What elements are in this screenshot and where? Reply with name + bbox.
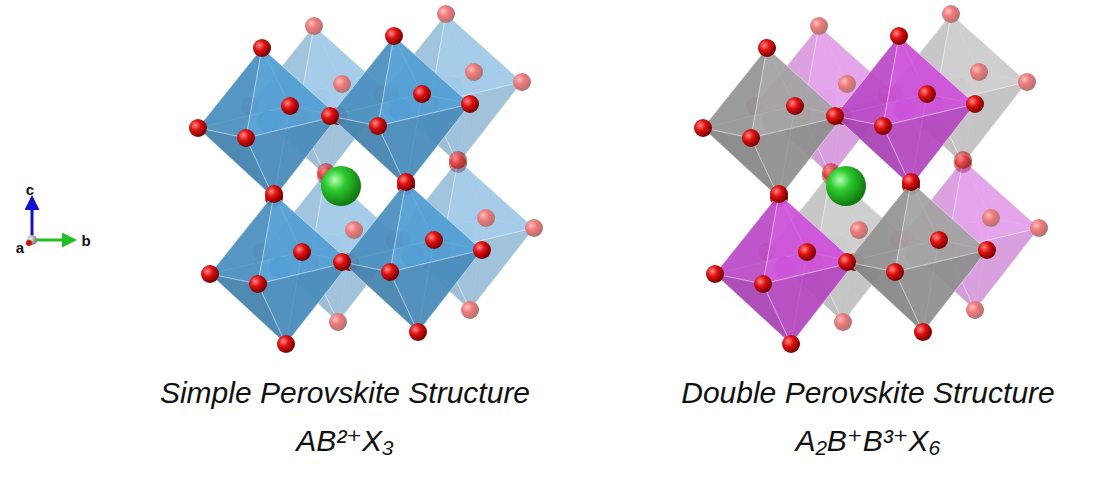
octahedron-face (895, 250, 987, 332)
x-site-atom (293, 243, 311, 261)
x-site-atom (381, 263, 399, 281)
x-site-atom (513, 73, 531, 91)
x-site-atom (930, 231, 948, 249)
axis-triad (26, 198, 74, 246)
x-site-atom (826, 107, 844, 125)
x-site-atom (978, 241, 996, 259)
x-site-atom (237, 129, 255, 147)
a-site-atom (826, 166, 866, 206)
x-site-atom (253, 39, 271, 57)
x-site-atom (409, 323, 427, 341)
x-site-atom (385, 27, 403, 45)
structure-formula: A₂B⁺B³⁺X₆ (795, 424, 940, 457)
x-site-atom (413, 85, 431, 103)
octahedron-face (378, 104, 470, 186)
x-site-atom (461, 95, 479, 113)
x-site-atom (369, 117, 387, 135)
x-site-atom (914, 323, 932, 341)
x-site-atom (329, 313, 347, 331)
perovskite-structure (694, 5, 1048, 353)
x-site-atom (706, 265, 724, 283)
x-site-atom (954, 151, 972, 169)
x-site-atom (473, 241, 491, 259)
x-site-atom (461, 301, 479, 319)
x-site-atom (942, 5, 960, 23)
x-site-atom (970, 63, 988, 81)
x-site-atom (850, 221, 868, 239)
axis-label: c (26, 182, 34, 199)
x-site-atom (918, 85, 936, 103)
x-site-atom (333, 253, 351, 271)
x-site-atom (874, 117, 892, 135)
x-site-atom (838, 253, 856, 271)
x-site-atom (966, 301, 984, 319)
x-site-atom (465, 63, 483, 81)
x-site-atom (786, 97, 804, 115)
x-site-atom (437, 5, 455, 23)
structure-formula: AB²⁺X₃ (296, 424, 394, 457)
x-site-atom (982, 209, 1000, 227)
a-site-atom (321, 166, 361, 206)
x-site-atom (321, 107, 339, 125)
x-site-atom (281, 97, 299, 115)
x-site-atom (758, 39, 776, 57)
structure-caption: Double Perovskite Structure (681, 376, 1055, 409)
x-site-atom (1018, 73, 1036, 91)
x-site-atom (966, 95, 984, 113)
octahedron-face (258, 262, 350, 344)
x-site-atom (798, 243, 816, 261)
axis-label: a (16, 240, 24, 257)
x-site-atom (249, 275, 267, 293)
x-site-atom (189, 119, 207, 137)
axis-label: b (81, 233, 90, 250)
x-site-atom (333, 75, 351, 93)
structure-caption: Simple Perovskite Structure (160, 376, 530, 409)
x-site-atom (834, 313, 852, 331)
x-site-atom (782, 335, 800, 353)
octahedron-face (883, 104, 975, 186)
x-site-atom (838, 75, 856, 93)
x-site-atom (277, 335, 295, 353)
octahedron-face (763, 262, 855, 344)
x-site-atom (770, 185, 788, 203)
x-site-atom (425, 231, 443, 249)
x-site-atom (305, 17, 323, 35)
x-site-atom (477, 209, 495, 227)
x-site-atom (810, 17, 828, 35)
octahedron (201, 185, 359, 353)
octahedron (706, 185, 864, 353)
x-site-atom (902, 173, 920, 191)
x-site-atom (886, 263, 904, 281)
x-site-atom (754, 275, 772, 293)
perovskite-structure (189, 5, 543, 353)
x-site-atom (694, 119, 712, 137)
x-site-atom (201, 265, 219, 283)
x-site-atom (525, 219, 543, 237)
x-site-atom (265, 185, 283, 203)
x-site-atom (1030, 219, 1048, 237)
x-site-atom (742, 129, 760, 147)
x-site-atom (890, 27, 908, 45)
x-site-atom (345, 221, 363, 239)
x-site-atom (397, 173, 415, 191)
octahedron-face (390, 250, 482, 332)
x-site-atom (449, 151, 467, 169)
